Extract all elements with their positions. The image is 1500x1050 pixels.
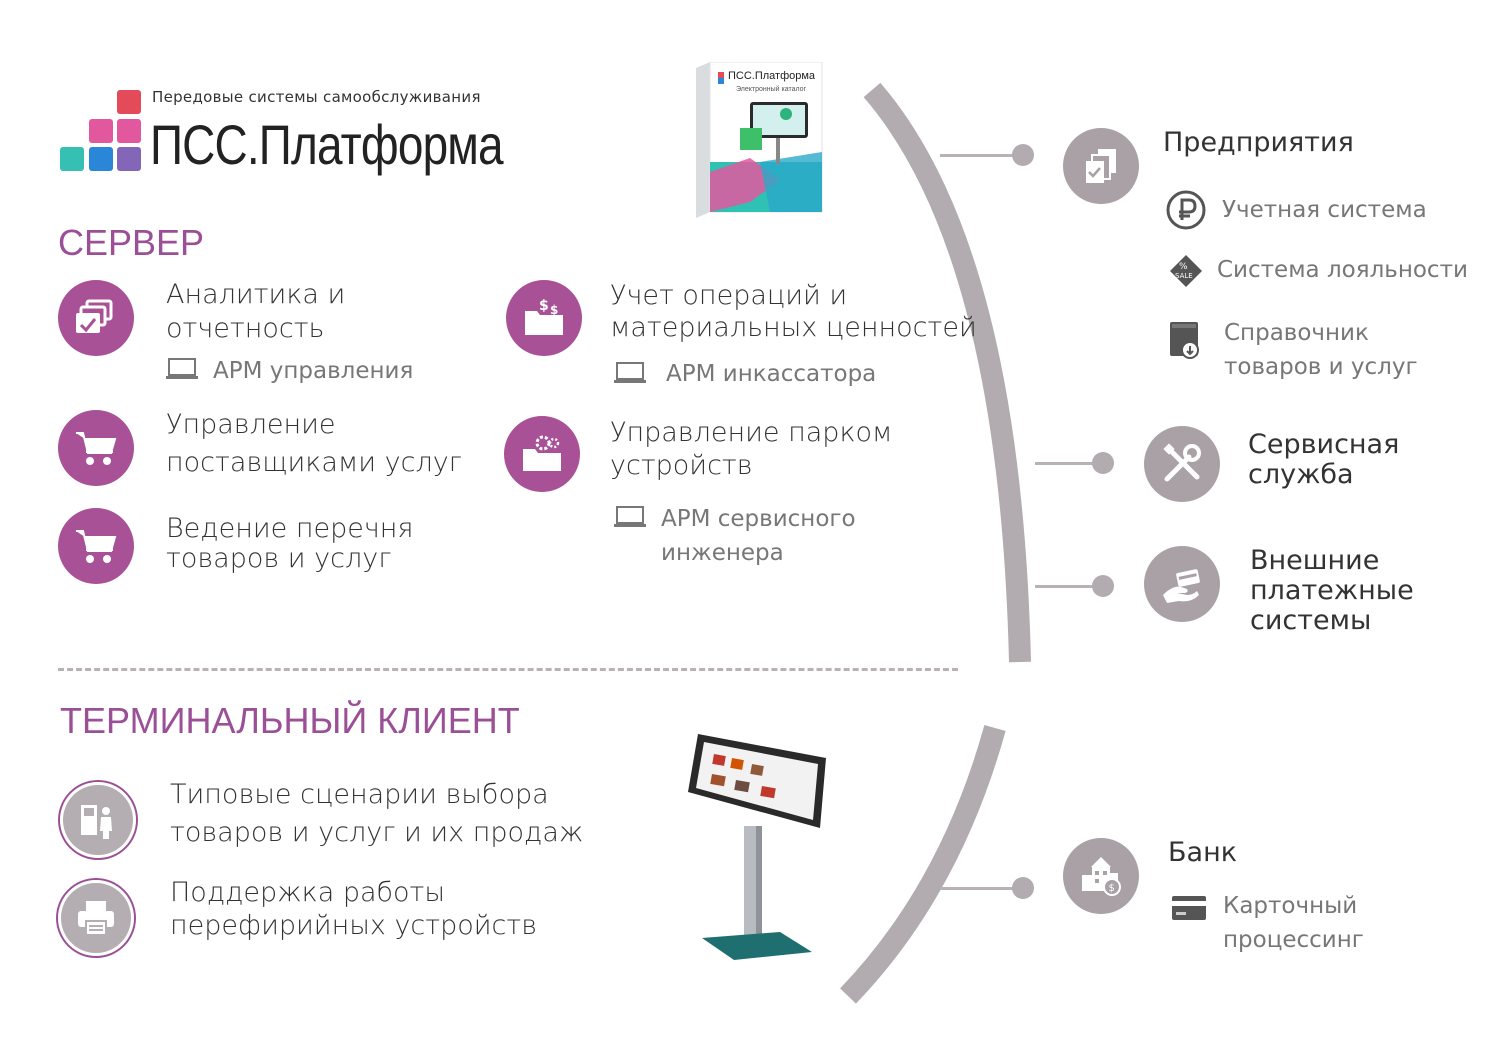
documents-icon [1063, 128, 1139, 204]
server-title: СЕРВЕР [58, 222, 205, 263]
logo-square-red [117, 90, 141, 114]
payments-dot [1092, 575, 1114, 597]
payments-connector [1035, 585, 1105, 588]
suppliers-label: Управление поставщиками услуг [166, 409, 462, 478]
product-box-image: ПСС.Платформа Электронный каталог [690, 61, 830, 220]
service-dot [1092, 452, 1114, 474]
svg-text:$: $ [550, 303, 558, 317]
logo-square-pink1 [89, 119, 113, 143]
enterprise-title: Предприятия [1163, 127, 1354, 158]
logo-name: ПСС.Платформа [150, 113, 504, 176]
svg-text:$: $ [539, 298, 549, 314]
bank-title: Банк [1168, 837, 1238, 868]
bank-dot [1012, 877, 1034, 899]
ruble-icon [1166, 190, 1206, 230]
product-box-brand: ПСС.Платформа [728, 70, 816, 82]
sale-tag-icon: %SALE [1170, 255, 1202, 287]
laptop-icon [614, 506, 646, 527]
logo-square-teal [60, 147, 84, 171]
logo-square-violet [117, 147, 141, 171]
logo-tagline: Передовые системы самообслуживания [152, 88, 481, 106]
enterprise-dot [1012, 144, 1034, 166]
cart-icon [58, 410, 134, 486]
analytics-label: Аналитика и отчетность [166, 279, 346, 344]
arm-management-label: АРМ управления [213, 358, 414, 384]
catalog-book-icon [1170, 322, 1199, 359]
money-folder-icon: $$ [506, 280, 582, 356]
svg-text:%: % [1179, 262, 1188, 272]
peripherals-label: Поддержка работы перефирийных устройств [170, 877, 538, 941]
server-arc [863, 82, 1031, 663]
kiosk-image [684, 730, 834, 962]
catalog-management-label: Ведение перечня товаров и услуг [166, 513, 414, 574]
kiosk-user-icon [60, 782, 136, 858]
laptop-icon [166, 358, 198, 379]
gears-folder-icon [504, 416, 580, 492]
section-divider [58, 668, 958, 671]
service-label: Сервисная служба [1248, 429, 1400, 490]
tools-icon [1144, 426, 1220, 502]
card-hand-icon [1144, 546, 1220, 622]
bank-building-icon: $ [1063, 838, 1139, 914]
product-catalog-label: Справочник товаров и услуг [1224, 320, 1418, 380]
terminal-arc [840, 725, 1006, 1004]
bank-connector [940, 887, 1022, 890]
cart-icon [58, 508, 134, 584]
card-processing-label: Карточный процессинг [1223, 893, 1364, 953]
printer-icon [58, 880, 134, 956]
svg-text:SALE: SALE [1175, 272, 1193, 280]
service-connector [1035, 462, 1105, 465]
terminal-title: ТЕРМИНАЛЬНЫЙ КЛИЕНТ [60, 700, 520, 741]
arm-engineer-label: АРМ сервисного инженера [661, 506, 856, 566]
svg-text:$: $ [1109, 883, 1115, 894]
logo-square-pink2 [117, 119, 141, 143]
payments-label: Внешние платежные системы [1250, 545, 1414, 636]
sales-scenarios-label: Типовые сценарии выбора товаров и услуг … [170, 779, 584, 848]
loyalty-system-label: Система лояльности [1217, 257, 1468, 283]
bank-card-icon [1172, 896, 1206, 920]
reports-icon [58, 280, 134, 356]
accounting-system-label: Учетная система [1222, 197, 1427, 223]
laptop-icon [614, 362, 646, 383]
logo-square-blue [89, 147, 113, 171]
product-box-subtitle: Электронный каталог [736, 86, 807, 93]
operations-label: Учет операций и материальных ценностей [610, 280, 977, 343]
arm-collector-label: АРМ инкассатора [666, 361, 877, 387]
enterprise-connector [940, 154, 1016, 157]
devices-label: Управление парком устройств [610, 417, 893, 481]
